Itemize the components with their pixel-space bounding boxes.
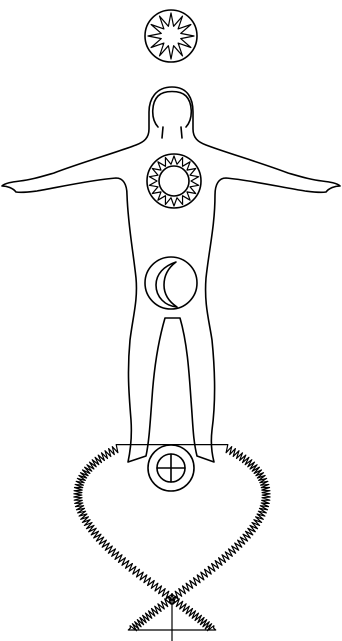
crescent-moon-symbol xyxy=(145,257,197,309)
star-symbol xyxy=(145,10,197,62)
sun-symbol xyxy=(147,154,201,208)
earth-cross-symbol xyxy=(148,445,194,491)
human-figure xyxy=(2,87,340,462)
